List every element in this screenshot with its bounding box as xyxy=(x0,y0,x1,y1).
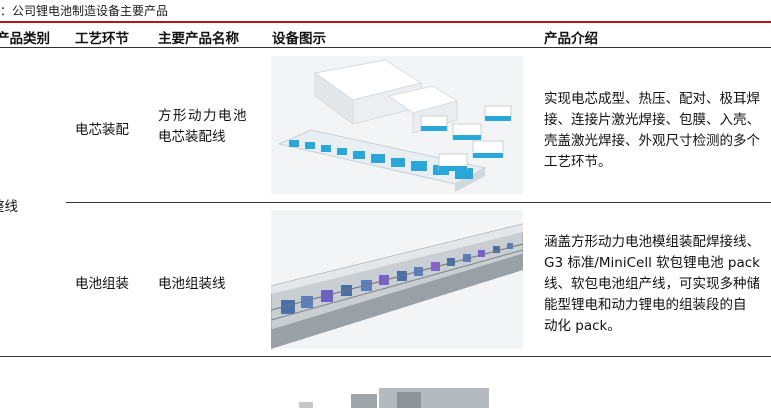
intro-line: 壳盖激光焊接、外观尺寸检测的多个 xyxy=(544,133,760,149)
header-category: 产品类别 xyxy=(0,31,50,47)
product-cell: 电池组装线 xyxy=(158,276,226,292)
intro-line: 接、连接片激光焊接、包膜、入壳、 xyxy=(544,112,760,128)
process-cell: 电池组装 xyxy=(75,276,129,292)
intro-line: 线、软包电池组产线，可实现多种储 xyxy=(544,276,760,292)
header-product: 主要产品名称 xyxy=(158,31,239,47)
product-line: 电芯装配线 xyxy=(158,129,226,145)
header-bottom-rule xyxy=(0,47,771,48)
header-intro: 产品介绍 xyxy=(544,31,598,47)
row-divider xyxy=(66,202,771,203)
intro-line: 涵盖方形动力电池模组装配焊接线、 xyxy=(544,234,760,250)
cell-assembly-line-illustration xyxy=(271,56,523,194)
intro-cell: 实现电芯成型、热压、配对、极耳焊 接、连接片激光焊接、包膜、入壳、 壳盖激光焊接… xyxy=(544,89,771,173)
table-top-rule xyxy=(0,21,771,23)
intro-line: 动化 pack。 xyxy=(544,318,621,334)
intro-line: 工艺环节。 xyxy=(544,154,612,170)
product-line: 方形动力电池 xyxy=(158,108,248,124)
intro-cell: 涵盖方形动力电池模组装配焊接线、 G3 标准/MiniCell 软包锂电池 pa… xyxy=(544,232,771,337)
header-process: 工艺环节 xyxy=(75,31,129,47)
intro-line: G3 标准/MiniCell 软包锂电池 pack xyxy=(544,255,760,271)
intro-line: 实现电芯成型、热压、配对、极耳焊 xyxy=(544,91,760,107)
header-image: 设备图示 xyxy=(272,31,326,47)
process-cell: 电芯装配 xyxy=(75,122,129,138)
product-cell: 方形动力电池 电芯装配线 xyxy=(158,106,248,148)
table-caption: ：公司锂电池制造设备主要产品 xyxy=(0,4,169,18)
category-cell: 整线 xyxy=(0,199,18,215)
pack-assembly-line-illustration xyxy=(271,210,523,349)
table-bottom-rule xyxy=(0,356,771,357)
next-row-illustration xyxy=(299,388,489,408)
intro-line: 能型锂电和动力锂电的组装段的自 xyxy=(544,297,747,313)
